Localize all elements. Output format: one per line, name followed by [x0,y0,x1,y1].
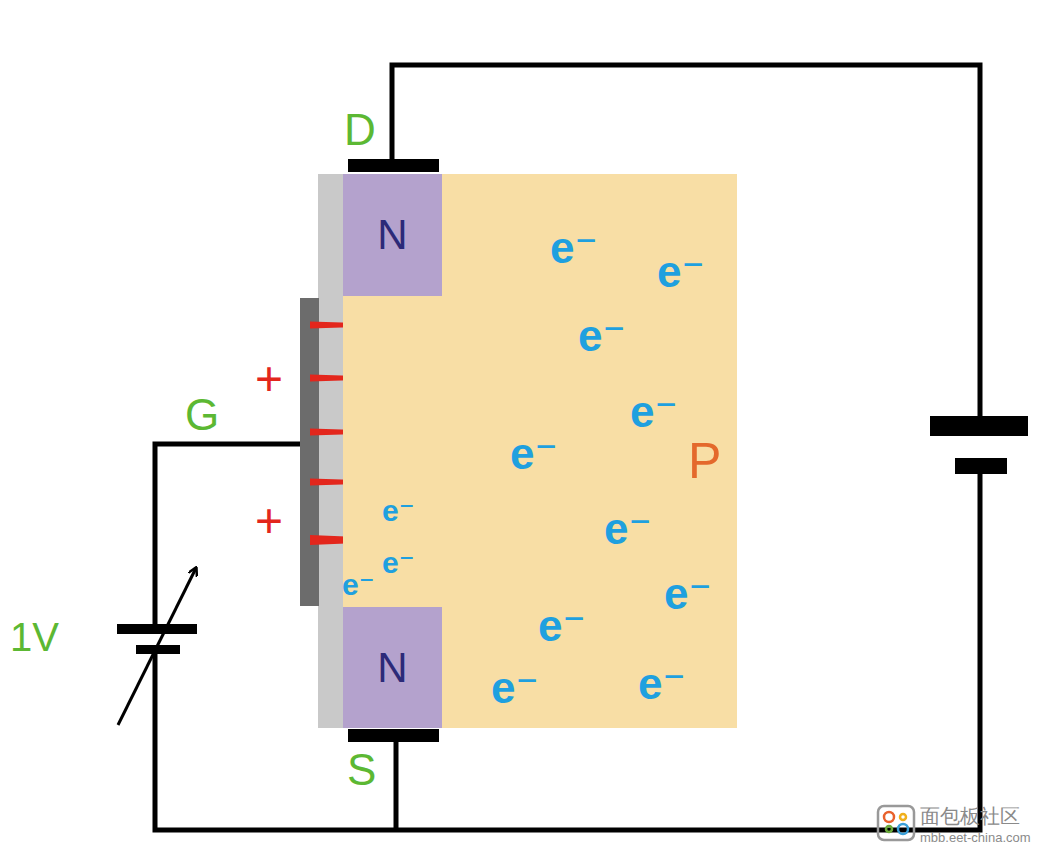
terminal-name: G [185,393,219,437]
terminal-name: D [344,108,376,152]
oxide-layer [318,174,344,728]
electron: e⁻ [342,570,375,600]
electron: e⁻ [638,662,686,706]
watermark: 面包板社区 [920,806,1020,826]
watermark: mbb.eet-china.com [920,831,1031,844]
charge-sign: + [255,497,283,545]
watermark-icon [878,806,914,840]
electron: e⁻ [491,666,539,710]
electron: e⁻ [578,314,626,358]
region-label: N [377,647,407,689]
drain-terminal [348,159,439,172]
voltage-value: 1V [10,617,59,657]
battery-short-plate [955,458,1007,474]
circuit-wire [155,65,980,830]
electron: e⁻ [664,572,712,616]
electron: e⁻ [657,250,705,294]
n-source-region: N [343,607,442,728]
battery-long-plate [117,624,197,634]
electron: e⁻ [382,496,415,526]
gate-electrode [300,298,319,606]
electron: e⁻ [538,604,586,648]
electron: e⁻ [382,548,415,578]
charge-sign: + [255,355,283,403]
region-label: P [688,436,721,486]
variable-arrow [118,568,196,725]
battery-long-plate [930,416,1028,436]
electron: e⁻ [604,507,652,551]
terminal-name: S [347,748,376,792]
region-label: N [377,214,407,256]
source-terminal [348,729,439,742]
electron: e⁻ [550,226,598,270]
electron: e⁻ [510,432,558,476]
n-drain-region: N [343,174,442,296]
electron: e⁻ [630,390,678,434]
